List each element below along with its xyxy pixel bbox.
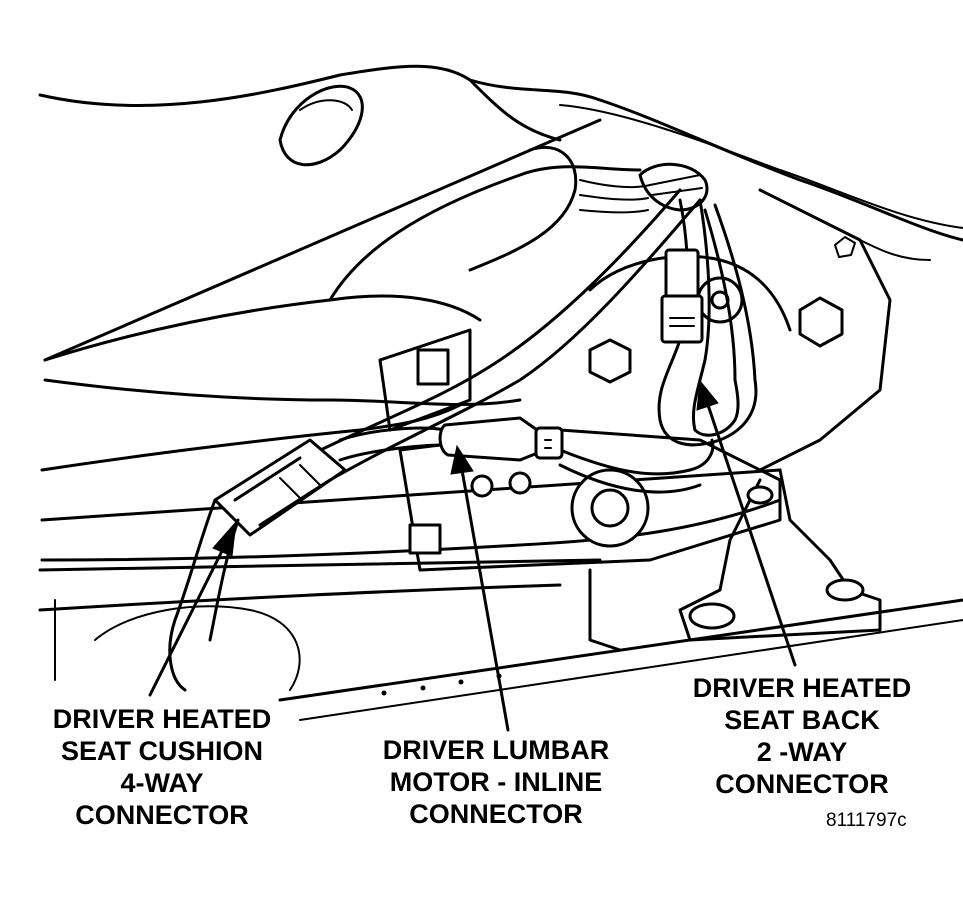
seat-cushion-outline (38, 64, 963, 562)
mounting-foot (678, 468, 882, 642)
callout-line: SEAT BACK (724, 705, 880, 735)
callout-line: DRIVER HEATED (692, 673, 912, 703)
callout-line: CONNECTOR (715, 769, 889, 799)
recliner-handle (278, 84, 364, 167)
callout-line: CONNECTOR (75, 800, 249, 830)
callout-seat-back-connector: DRIVER HEATED SEAT BACK 2 -WAY CONNECTOR (672, 672, 932, 800)
callout-line: DRIVER LUMBAR (382, 735, 610, 765)
callout-line: SEAT CUSHION (60, 736, 263, 766)
callout-seat-cushion-connector: DRIVER HEATED SEAT CUSHION 4-WAY CONNECT… (30, 703, 294, 831)
seat-back-2way-connector (660, 248, 704, 344)
seat-frame (378, 188, 931, 572)
wiring-harness (298, 162, 758, 494)
callout-lumbar-motor-connector: DRIVER LUMBAR MOTOR - INLINE CONNECTOR (362, 734, 630, 830)
callout-arrows (148, 379, 797, 732)
figure-id: 8111797c (826, 810, 907, 831)
lumbar-inline-connector (438, 416, 564, 462)
callout-line: CONNECTOR (409, 799, 583, 829)
callout-line: DRIVER HEATED (52, 704, 272, 734)
callout-line: MOTOR - INLINE (389, 767, 603, 797)
floor-rail (38, 558, 963, 721)
callout-line: 4-WAY (120, 768, 204, 798)
callout-line: 2 -WAY (756, 737, 848, 767)
